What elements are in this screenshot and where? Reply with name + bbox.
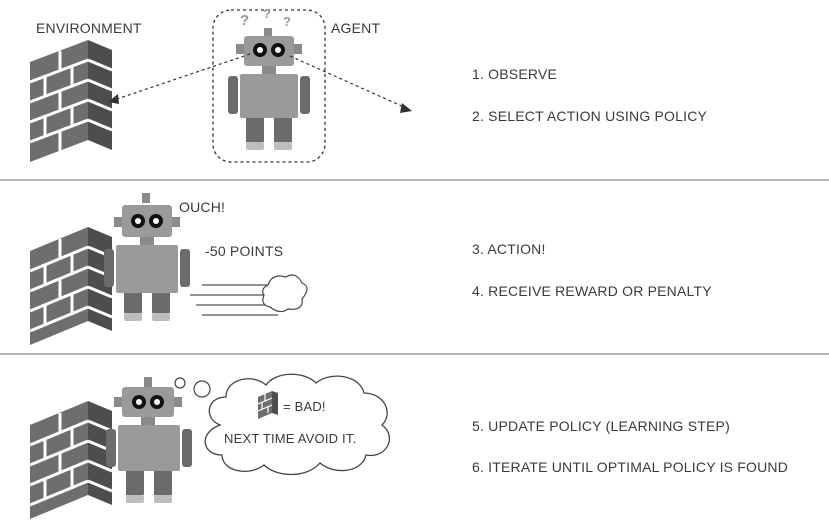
action-scene <box>29 193 308 345</box>
step-2-select-action: 2. SELECT ACTION USING POLICY <box>472 108 708 124</box>
mini-wall-icon <box>257 391 278 419</box>
ouch-label: OUCH! <box>179 199 226 215</box>
question-mark-icon: ? <box>263 6 272 21</box>
penalty-label: -50 POINTS <box>205 243 284 259</box>
step-4-receive-reward: 4. RECEIVE REWARD OR PENALTY <box>472 283 712 299</box>
thought-dot-icon <box>174 377 186 389</box>
divider-top <box>0 179 829 181</box>
dust-cloud-icon <box>262 274 308 313</box>
step-6-iterate: 6. ITERATE UNTIL OPTIMAL POLICY IS FOUND <box>472 459 789 475</box>
step-1-observe: 1. OBSERVE <box>472 66 558 82</box>
robot-icon <box>228 28 310 150</box>
observe-scene <box>29 9 412 163</box>
question-mark-icon: ? <box>283 14 292 29</box>
environment-label: ENVIRONMENT <box>36 20 142 36</box>
agent-label: AGENT <box>331 20 381 36</box>
agent-boundary <box>212 9 326 163</box>
thought-dot-icon <box>193 380 211 398</box>
step-5-update-policy: 5. UPDATE POLICY (LEARNING STEP) <box>472 418 730 434</box>
divider-bottom <box>0 353 829 355</box>
panel-observe: ENVIRONMENT AGENT ? ? ? 1. OBSERVE 2. SE… <box>0 0 829 179</box>
question-mark-icon: ? <box>240 12 250 29</box>
wall-icon <box>29 40 113 162</box>
learn-scene <box>29 373 391 519</box>
thought-bubble <box>204 373 391 476</box>
robot-icon <box>104 193 190 321</box>
wall-icon <box>29 401 113 519</box>
step-3-action: 3. ACTION! <box>472 241 546 257</box>
arrow-head-right-icon <box>400 103 412 113</box>
panel-action: OUCH! -50 POINTS 3. ACTION! 4. RECEIVE R… <box>0 181 829 353</box>
wall-icon <box>29 227 113 345</box>
thought-bad-label: = BAD! <box>283 399 326 414</box>
arrow-head-left-icon <box>108 94 119 104</box>
robot-icon <box>106 377 192 503</box>
motion-lines <box>190 284 280 316</box>
thought-avoid-label: NEXT TIME AVOID IT. <box>224 431 357 446</box>
panel-learn: = BAD! NEXT TIME AVOID IT. 5. UPDATE POL… <box>0 355 829 527</box>
